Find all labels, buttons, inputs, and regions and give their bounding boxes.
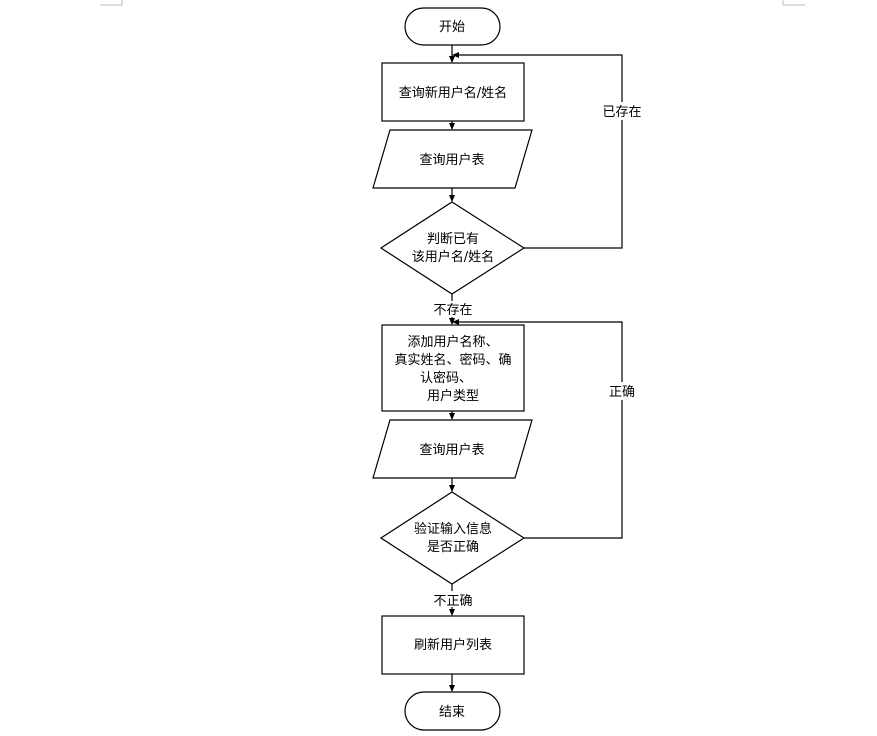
io-query-user-table-2 — [372, 419, 533, 479]
loop-correct-connector — [452, 319, 623, 539]
process-add-user-info-line2: 真实姓名、密码、确 — [394, 352, 511, 368]
process-add-user-info-line3: 认密码、 — [420, 370, 472, 386]
start-label: 开始 — [439, 20, 465, 35]
label-not-exists: 不存在 — [433, 303, 472, 318]
decision-name-exists — [379, 201, 526, 295]
process-query-new-name — [381, 62, 525, 122]
decision-input-valid — [379, 491, 526, 585]
decision-name-exists-line1: 判断已有 — [427, 232, 479, 247]
process-add-user-info-line1: 添加用户名称、 — [407, 334, 498, 350]
process-add-user-info-line4: 用户类型 — [427, 388, 479, 404]
decision-name-exists-line2: 该用户名/姓名 — [412, 249, 494, 265]
io-query-user-table-1 — [372, 129, 533, 189]
loop-exists-connector — [452, 52, 623, 249]
process-refresh-user-list-label: 刷新用户列表 — [414, 637, 492, 653]
end-terminator — [404, 691, 501, 731]
process-add-user-info — [381, 324, 525, 412]
label-exists: 已存在 — [602, 105, 641, 120]
io-query-user-table-1-label: 查询用户表 — [419, 152, 484, 168]
process-refresh-user-list — [381, 615, 525, 675]
label-correct: 正确 — [609, 385, 635, 400]
label-incorrect: 不正确 — [433, 594, 472, 609]
end-label: 结束 — [439, 705, 465, 720]
crop-marks — [100, 0, 805, 6]
process-query-new-name-label: 查询新用户名/姓名 — [399, 85, 507, 101]
decision-input-valid-line1: 验证输入信息 — [414, 521, 492, 537]
decision-input-valid-line2: 是否正确 — [427, 540, 479, 555]
io-query-user-table-2-label: 查询用户表 — [419, 442, 484, 458]
